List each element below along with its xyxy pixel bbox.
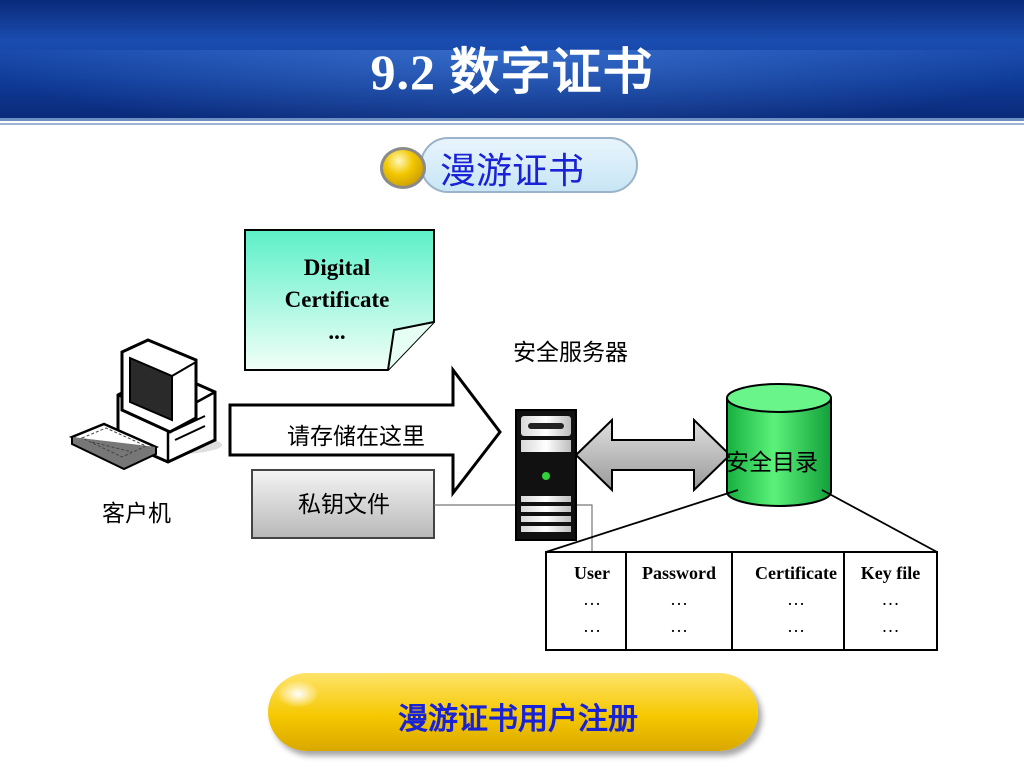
banner-divider-thin: [0, 123, 1024, 125]
table-cell: …: [787, 589, 805, 609]
table-header-user: User: [574, 563, 610, 583]
server-directory-double-arrow: [574, 417, 732, 493]
client-label: 客户机: [102, 501, 171, 527]
table-header-keyfile: Key file: [860, 563, 921, 583]
client-computer-icon: [68, 338, 222, 471]
certificate-line: ...: [328, 319, 346, 344]
table-cell: …: [670, 616, 688, 636]
title-banner: [0, 0, 1024, 118]
table-header-certificate: Certificate: [755, 563, 837, 583]
table-cell: …: [881, 589, 900, 609]
certificate-line: Certificate: [284, 287, 390, 312]
subtitle-text: 漫游证书: [440, 151, 585, 192]
roaming-registration-button[interactable]: [268, 673, 758, 751]
security-directory-label: 安全目录: [726, 450, 818, 476]
table-cell: …: [670, 589, 688, 609]
certificate-line: Digital: [303, 255, 371, 280]
store-here-label: 请存储在这里: [287, 424, 425, 450]
table-cell: …: [583, 589, 601, 609]
server-icon: [515, 409, 577, 541]
table-header-password: Password: [641, 563, 716, 583]
table-cell: …: [787, 616, 805, 636]
private-key-label: 私钥文件: [298, 492, 390, 518]
page-title: 9.2 数字证书: [370, 44, 654, 100]
banner-divider: [0, 118, 1024, 121]
table-cell: …: [583, 616, 601, 636]
directory-table: [545, 551, 938, 651]
certificate-text: Digital Certificate ...: [248, 252, 426, 348]
roaming-registration-label[interactable]: 漫游证书用户注册: [398, 702, 638, 737]
table-cell: …: [881, 616, 900, 636]
server-label: 安全服务器: [513, 340, 628, 366]
private-key-file-box: [251, 469, 435, 539]
security-directory-cylinder: [726, 383, 832, 507]
store-here-arrow: [228, 365, 502, 498]
bullet-ball-icon: [380, 147, 426, 189]
